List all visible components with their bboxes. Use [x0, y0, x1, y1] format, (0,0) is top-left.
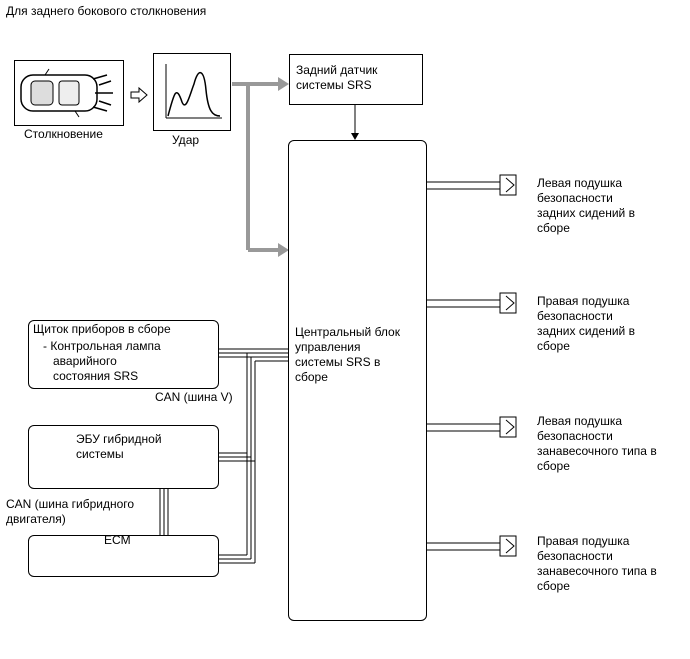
output-2-line-1: Правая подушка	[537, 294, 630, 308]
output-4-line-4: сборе	[537, 579, 570, 593]
output-3-line-4: сборе	[537, 459, 570, 473]
output-1-line-4: сборе	[537, 221, 570, 235]
meter-line-2: - Контрольная лампа	[43, 339, 161, 353]
arrow-head-to-center	[278, 243, 289, 257]
center-unit-line-3: системы SRS в	[295, 355, 381, 369]
hybrid-ecu-line-1: ЭБУ гибридной	[76, 432, 162, 446]
output-1-line-3: задних сидений в	[537, 206, 635, 220]
srs-center-unit-box	[288, 140, 427, 621]
output-lines	[426, 174, 517, 557]
center-unit-line-4: сборе	[295, 370, 328, 384]
signal-arrow-grey	[232, 82, 278, 252]
output-2-line-3: задних сидений в	[537, 324, 635, 338]
rear-srs-sensor-box	[289, 54, 423, 105]
can-bus-lines	[159, 348, 288, 564]
output-2-line-2: безопасности	[537, 309, 613, 323]
diagram-title: Для заднего бокового столкновения	[6, 4, 207, 18]
can-hybrid-label-1: CAN (шина гибридного	[6, 497, 135, 511]
can-v-label: CAN (шина V)	[155, 390, 233, 404]
arrow-head-to-sensor	[278, 77, 289, 91]
rear-sensor-line-2: системы SRS	[296, 78, 372, 92]
collision-to-impact-arrow	[130, 86, 148, 104]
output-1-line-2: безопасности	[537, 191, 613, 205]
ecm-box	[28, 535, 219, 577]
can-hybrid-label-2: двигателя)	[6, 512, 66, 526]
car-crash-icon	[20, 68, 113, 118]
ecm-label: ECM	[104, 533, 131, 547]
rear-sensor-line-1: Задний датчик	[296, 63, 378, 77]
output-4-line-1: Правая подушка	[537, 534, 630, 548]
impact-waveform-icon	[165, 64, 222, 119]
output-2-line-4: сборе	[537, 339, 570, 353]
meter-line-4: состояния SRS	[53, 369, 139, 383]
output-4-line-3: занавесочного типа в	[537, 564, 657, 578]
impact-label: Удар	[172, 133, 200, 147]
meter-box	[28, 320, 219, 389]
output-1-line-1: Левая подушка	[537, 176, 623, 190]
collision-image	[14, 60, 124, 126]
hybrid-ecu-box	[28, 425, 219, 489]
impact-graph	[153, 53, 231, 131]
collision-label: Столкновение	[24, 127, 103, 141]
meter-title: Щиток приборов в сборе	[33, 322, 171, 336]
hybrid-ecu-line-2: системы	[76, 447, 124, 461]
output-4-line-2: безопасности	[537, 549, 613, 563]
output-3-line-2: безопасности	[537, 429, 613, 443]
meter-line-3: аварийного	[53, 354, 117, 368]
output-3-line-3: занавесочного типа в	[537, 444, 657, 458]
center-unit-line-1: Центральный блок	[295, 325, 400, 339]
sensor-to-center-head	[351, 133, 359, 140]
center-unit-line-2: управления	[295, 340, 361, 354]
output-3-line-1: Левая подушка	[537, 414, 623, 428]
